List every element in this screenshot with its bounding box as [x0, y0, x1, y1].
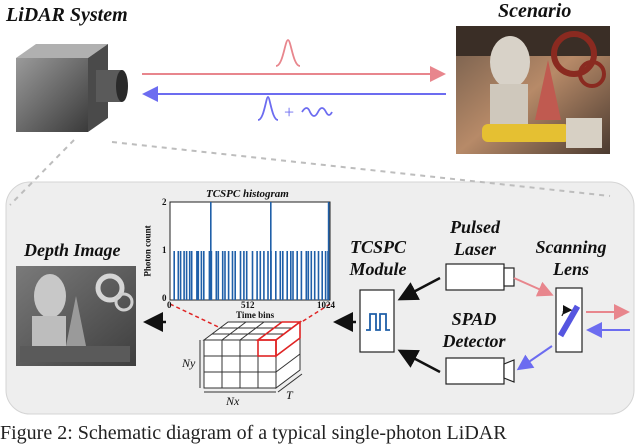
spad-detector-label: SPAD Detector	[434, 308, 514, 352]
histogram-bar-18	[231, 251, 234, 300]
x-tick-0: 0	[167, 300, 172, 310]
histogram-bar-37	[305, 251, 308, 300]
histogram-bar-43	[324, 251, 327, 300]
cube-ny-label: Ny	[182, 356, 196, 370]
spad-label-line2: Detector	[442, 331, 506, 351]
histogram-bar-31	[282, 251, 284, 300]
scanning-lens-label: Scanning Lens	[528, 236, 614, 280]
histogram-bar-36	[300, 251, 303, 300]
histogram-bar-14	[217, 251, 220, 300]
histogram-bar-40	[313, 251, 316, 300]
histogram-title: TCSPC histogram	[206, 188, 289, 200]
histogram-bar-tall-0	[210, 202, 212, 300]
arrow-lens-to-spad	[516, 345, 553, 371]
cube-nx-label: Nx	[226, 394, 240, 408]
callout-line-right	[111, 141, 611, 197]
cube-t-label: T	[286, 388, 293, 402]
histogram-bar-8	[197, 251, 200, 300]
plus-sign: +	[284, 102, 295, 122]
histogram-bar-23	[251, 251, 254, 300]
figure-caption: Figure 2: Schematic diagram of a typical…	[0, 422, 507, 444]
return-pulse-icon	[257, 96, 279, 121]
histogram-bar-33	[290, 251, 292, 300]
histogram-bar-19	[234, 251, 236, 300]
histogram-bar-6	[190, 251, 193, 300]
histogram-bar-0	[173, 251, 175, 300]
scanning-lens-box	[555, 287, 583, 353]
data-cube	[199, 320, 303, 393]
noise-wave-icon	[301, 107, 333, 117]
histogram-bar-2	[179, 251, 182, 300]
spad-detector-icon	[445, 357, 515, 385]
depth-image-label: Depth Image	[24, 240, 121, 260]
pulsed-label-line1: Pulsed	[449, 217, 500, 237]
histogram-bar-34	[292, 251, 294, 300]
histogram-bar-20	[239, 251, 242, 300]
scenario-photo	[456, 26, 610, 154]
histogram-bar-11	[208, 251, 211, 300]
arrow-spad-to-tcspc	[397, 349, 441, 374]
histogram-bar-3	[183, 251, 185, 300]
arrow-laser-to-tcspc	[397, 276, 441, 301]
histogram-bar-9	[200, 251, 203, 300]
lidar-camera-icon	[16, 44, 128, 132]
histogram-bar-30	[279, 251, 282, 300]
histogram-bar-5	[188, 251, 191, 300]
histogram-bar-29	[275, 251, 277, 300]
x-tick-512: 512	[241, 300, 255, 310]
tcspc-label-line1: TCSPC	[349, 237, 406, 257]
histogram-bar-22	[245, 251, 248, 300]
tcspc-label-line2: Module	[349, 259, 407, 279]
histogram-bar-42	[321, 251, 323, 300]
pulsed-laser-icon	[445, 263, 515, 291]
histogram-bar-21	[243, 251, 245, 300]
pulsed-label-line2: Laser	[454, 239, 496, 259]
histogram-bar-41	[317, 251, 320, 300]
histogram-ylabel: Photon count	[142, 225, 153, 277]
y-tick-0: 0	[162, 293, 167, 303]
histogram-bar-13	[215, 251, 218, 300]
emit-pulse-icon	[275, 39, 301, 67]
scan-label-line2: Lens	[553, 259, 589, 279]
pulsed-laser-label: Pulsed Laser	[440, 216, 510, 260]
lidar-system-title: LiDAR System	[6, 4, 128, 26]
histogram-bar-35	[296, 251, 298, 300]
x-tick-1024: 1024	[317, 300, 335, 310]
histogram-xlabel: Time bins	[236, 310, 275, 320]
histogram-bar-26	[263, 251, 265, 300]
histogram-bar-16	[224, 251, 226, 300]
scan-label-line1: Scanning	[535, 237, 607, 257]
histogram-bar-24	[256, 251, 258, 300]
spad-label-line1: SPAD	[451, 309, 497, 329]
depth-image	[16, 266, 136, 366]
histogram-bar-tall-2	[327, 202, 330, 300]
histogram-bar-38	[307, 251, 310, 300]
histogram-bar-27	[267, 251, 269, 300]
arrow-laser-to-lens	[513, 277, 554, 297]
y-tick-2: 2	[162, 197, 167, 207]
histogram-bar-7	[196, 251, 198, 300]
histogram-bar-1	[177, 251, 180, 300]
scenario-title: Scenario	[498, 0, 572, 22]
histogram-bar-25	[259, 251, 262, 300]
histogram-bar-tall-1	[270, 202, 272, 300]
histogram-bar-17	[227, 251, 230, 300]
tcspc-module-label: TCSPC Module	[346, 236, 410, 280]
histogram-bar-39	[310, 251, 313, 300]
histogram-bar-15	[221, 251, 224, 300]
y-tick-1: 1	[162, 245, 167, 255]
tcspc-histogram-chart	[169, 201, 331, 301]
tcspc-module-box	[359, 289, 395, 353]
histogram-bar-4	[185, 251, 188, 300]
histogram-bar-32	[286, 251, 288, 300]
histogram-bar-10	[203, 251, 205, 300]
